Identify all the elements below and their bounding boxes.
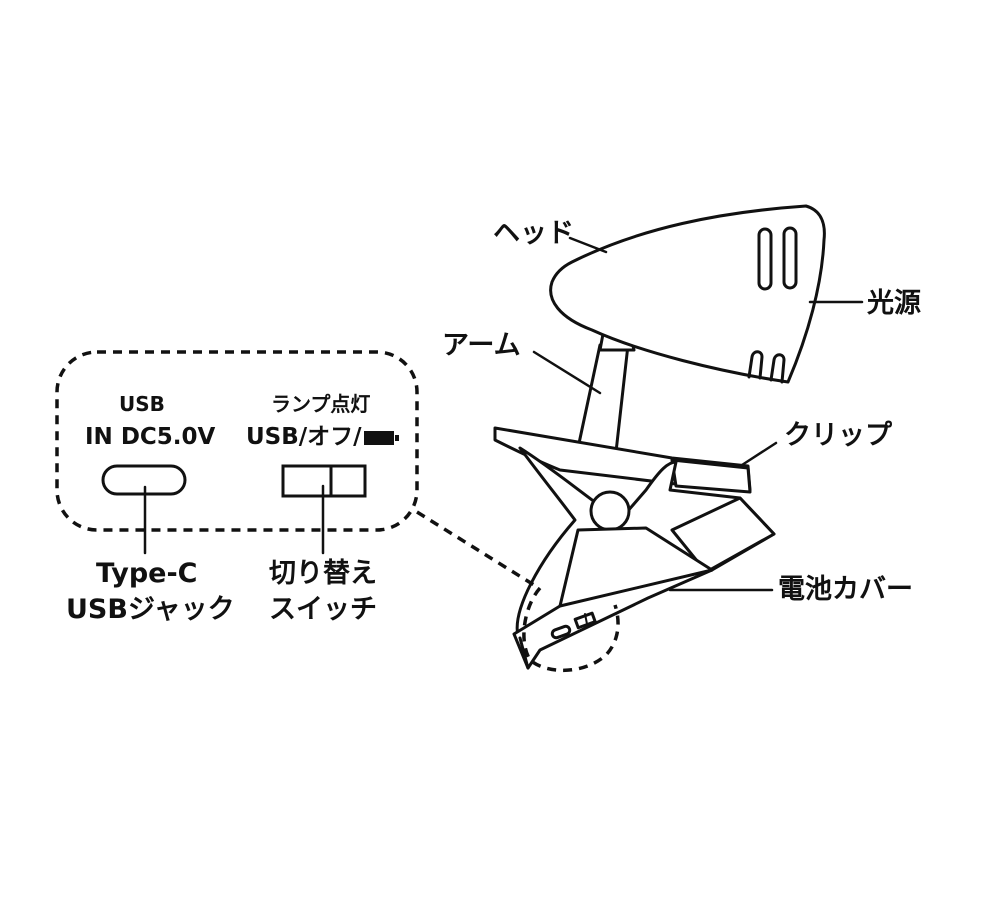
panel-connector <box>416 510 535 587</box>
clip-grip-pad <box>670 458 752 494</box>
highlight-circle <box>522 586 620 672</box>
label-light-source: 光源 <box>867 288 921 319</box>
label-clip: クリップ <box>784 420 892 451</box>
head-vent <box>782 226 798 290</box>
leader-clip <box>740 441 778 467</box>
detail-panel-border <box>55 350 419 532</box>
label-switch-line2: スイッチ <box>269 594 377 625</box>
clip-hinge <box>589 490 631 532</box>
label-head: ヘッド <box>493 218 574 249</box>
panel-switch-title: ランプ点灯 <box>271 392 371 416</box>
head-vent <box>769 353 786 384</box>
panel-usb-title: USB <box>119 392 165 416</box>
label-port-line1: Type-C <box>96 558 198 589</box>
head-vent <box>757 227 773 291</box>
panel-switch-modes: USB/オフ/ <box>246 424 399 450</box>
lamp-arm <box>576 343 630 454</box>
leader-head <box>568 236 608 254</box>
label-port-line2: USBジャック <box>66 594 235 625</box>
label-switch-line1: 切り替え <box>269 558 377 589</box>
clip-base <box>512 526 714 670</box>
switch-modes-text: USB/オフ/ <box>246 424 362 450</box>
label-battery-cover: 電池カバー <box>778 574 913 605</box>
leader-arm <box>532 350 602 395</box>
label-arm: アーム <box>442 330 521 361</box>
head-vent <box>747 350 764 380</box>
battery-icon <box>363 431 399 445</box>
panel-usb-spec: IN DC5.0V <box>85 424 216 450</box>
lamp-head <box>549 204 826 384</box>
base-usb-port <box>550 624 572 640</box>
